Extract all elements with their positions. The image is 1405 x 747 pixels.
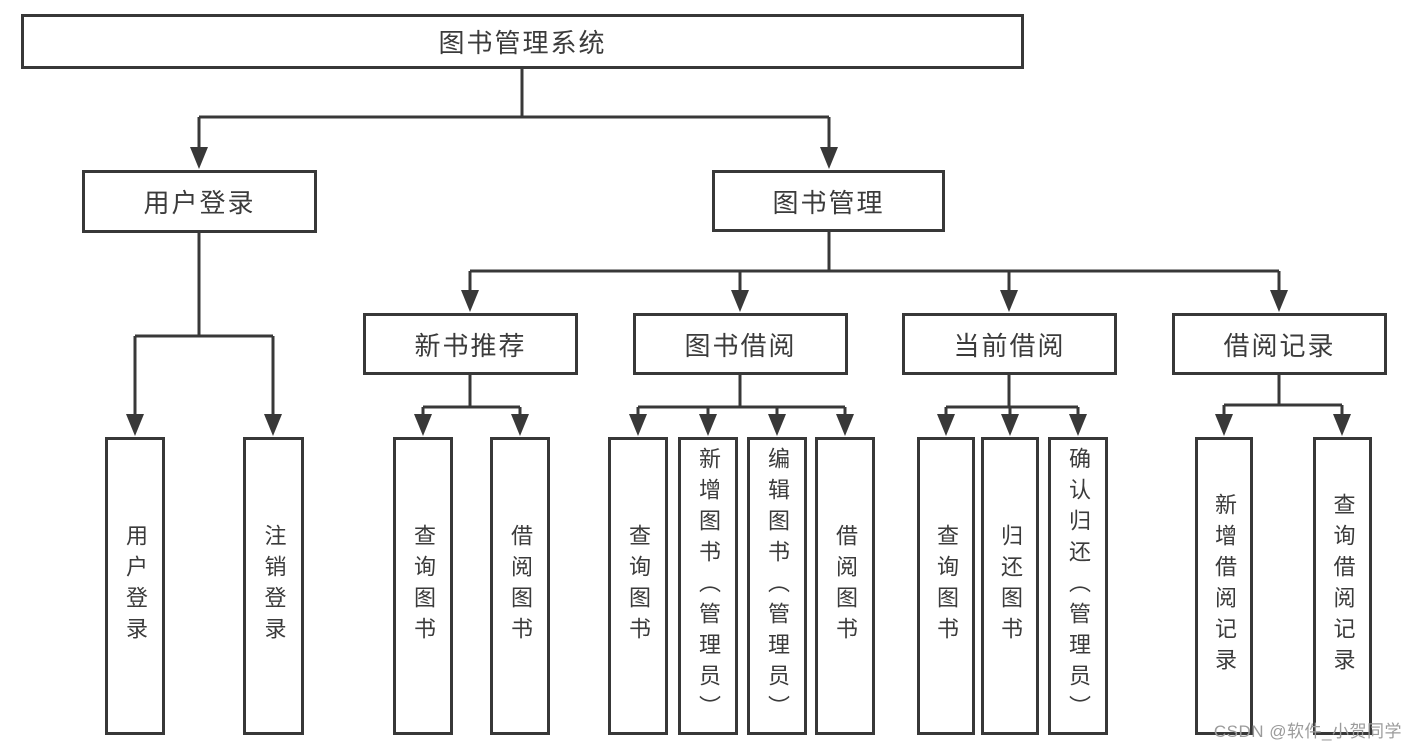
node-root-label: 图书管理系统 [438,28,607,58]
leaf-edit-books-admin: 编辑图书（管理员） [747,437,807,735]
node-book-borrow-label: 图书借阅 [684,330,797,361]
connector-root-arrowheads [190,147,838,169]
leaf-label: 用户登录 [123,524,148,648]
node-borrow-records-label: 借阅记录 [1223,330,1336,361]
node-current-borrow: 当前借阅 [902,313,1117,375]
leaf-logout: 注销登录 [243,437,304,735]
leaf-label: 新增借阅记录 [1212,493,1237,679]
leaf-borrow-books: 借阅图书 [815,437,875,735]
node-new-book-recommend: 新书推荐 [363,313,578,375]
connector-user-login-arrowheads [126,414,282,436]
leaf-label: 归还图书 [998,524,1023,648]
connector-new-book-recommend-arrowheads [414,414,529,436]
csdn-watermark: CSDN @软件_小贺同学 [1213,722,1402,741]
node-book-management-label: 图书管理 [772,187,885,218]
leaf-label: 借阅图书 [833,524,858,648]
leaf-label: 编辑图书（管理员） [765,446,790,726]
leaf-label: 确认归还（管理员） [1066,446,1091,726]
leaf-label: 查询借阅记录 [1330,493,1356,679]
node-user-login-label: 用户登录 [143,188,256,218]
leaf-add-borrow-record: 新增借阅记录 [1195,437,1253,735]
node-new-book-recommend-label: 新书推荐 [414,330,527,361]
connector-current-borrow-group [944,375,1080,417]
leaf-label: 查询图书 [934,524,959,648]
connector-borrow-records-group [1222,375,1344,417]
node-book-management: 图书管理 [712,170,945,232]
leaf-return-books: 归还图书 [981,437,1039,735]
leaf-label: 注销登录 [261,524,287,648]
leaf-confirm-return-admin: 确认归还（管理员） [1048,437,1108,735]
connector-borrow-records-arrowheads [1215,414,1351,436]
connector-user-login-group [133,233,275,417]
connector-book-management-group [468,232,1281,293]
node-user-login: 用户登录 [82,170,317,233]
node-current-borrow-label: 当前借阅 [953,330,1066,361]
connector-book-borrow-group [636,375,847,417]
connector-current-borrow-arrowheads [937,414,1087,436]
node-borrow-records: 借阅记录 [1172,313,1387,375]
connector-book-management-arrowheads [461,290,1288,312]
leaf-add-books-admin: 新增图书（管理员） [678,437,738,735]
node-book-borrow: 图书借阅 [633,313,848,375]
leaf-query-borrow-record: 查询借阅记录 [1313,437,1372,735]
connector-book-borrow-arrowheads [629,414,854,436]
leaf-label: 新增图书（管理员） [696,446,721,726]
leaf-label: 查询图书 [626,524,651,648]
leaf-label: 借阅图书 [508,524,533,648]
connector-root [197,69,831,150]
node-root: 图书管理系统 [21,14,1024,69]
leaf-user-login: 用户登录 [105,437,165,735]
leaf-label: 查询图书 [411,524,436,648]
leaf-query-books-recommend: 查询图书 [393,437,453,735]
leaf-borrow-books-recommend: 借阅图书 [490,437,550,735]
leaf-query-books-borrow: 查询图书 [608,437,668,735]
connector-new-book-recommend-group [421,375,522,417]
leaf-query-books-current: 查询图书 [917,437,975,735]
